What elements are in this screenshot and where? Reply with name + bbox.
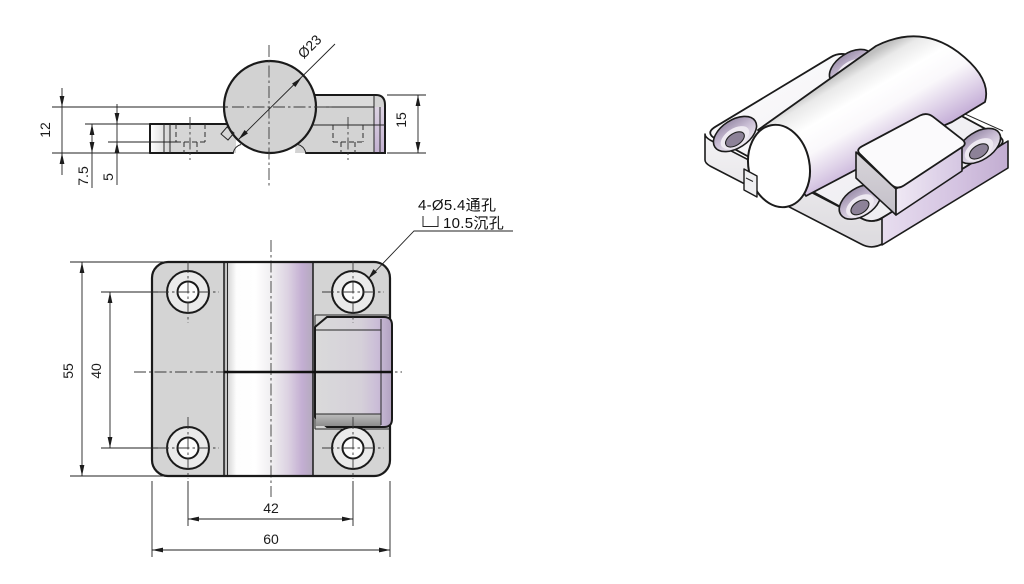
chamfer-detail [220, 126, 235, 141]
leader-line [367, 230, 513, 280]
arrow [59, 153, 65, 164]
hole-callout: 4-Ø5.4通孔 10.5沉孔 [367, 197, 513, 280]
dim-55-label: 55 [60, 363, 76, 379]
right-leaf-inner-lines [312, 95, 385, 153]
dim-60-label: 60 [263, 531, 279, 547]
arrow [79, 262, 85, 273]
dim-5-label: 5 [100, 173, 116, 181]
relief-notch-left [232, 144, 242, 154]
arrow [188, 516, 199, 522]
leaf-tab-notch [745, 177, 754, 182]
arrow [415, 142, 421, 153]
arrow [238, 130, 248, 140]
leader-arrow [368, 269, 378, 279]
dim-12-label: 12 [37, 122, 53, 138]
callout-line2: 10.5沉孔 [443, 215, 504, 232]
arrow [89, 124, 95, 135]
plan-view: 55 40 42 60 [60, 240, 402, 557]
plan-extension-lines [70, 261, 391, 557]
iso-counterbore-hole [838, 184, 882, 220]
arrow [107, 292, 113, 303]
iso-counterbore-hole [956, 127, 1002, 165]
arrow [59, 96, 65, 107]
left-leaf-highlight [151, 125, 169, 152]
relief-notch-right [297, 144, 307, 154]
right-counterbore-hidden [332, 125, 364, 153]
barrel-edges [223, 263, 314, 475]
arrow [107, 437, 113, 448]
arrow [292, 77, 302, 87]
arrow [79, 465, 85, 476]
counterbore-hole [157, 261, 219, 323]
right-leaf-top-band [315, 95, 374, 107]
right-leaf-outline [305, 94, 386, 154]
dim-42-label: 42 [263, 500, 279, 516]
counterbore-hole [157, 417, 219, 479]
iso-counterbore-hole [712, 115, 758, 153]
counterbore-symbol-icon [422, 216, 439, 227]
dim-7_5-label: 7.5 [75, 166, 91, 186]
dim-diameter-label: Ø23 [294, 31, 324, 61]
callout-line1: 4-Ø5.4通孔 [418, 197, 496, 214]
arrow [114, 142, 120, 153]
clamp-block-shadow-band [316, 414, 381, 426]
counterbore-hole [322, 261, 384, 323]
arrow [379, 547, 390, 553]
arrow [342, 516, 353, 522]
dim-40-label: 40 [88, 363, 104, 379]
isometric-view [704, 35, 1009, 248]
left-leaf-inner-lines [163, 124, 171, 153]
plan-dimension-lines [81, 262, 390, 551]
left-counterbore-hidden [175, 124, 206, 153]
barrel-cylinder [757, 35, 987, 197]
arrow [152, 547, 163, 553]
dim-15-label: 15 [393, 112, 409, 128]
right-leaf-fill [295, 95, 385, 153]
arrow [89, 142, 95, 153]
iso-block-top-face [857, 113, 966, 189]
counterbore-hole [322, 417, 384, 479]
barrel-band [224, 263, 313, 475]
leaf-tab [743, 168, 758, 198]
arrow [114, 113, 120, 124]
arrow [415, 95, 421, 106]
front-view: 12 7.5 5 15 Ø23 [37, 31, 426, 188]
